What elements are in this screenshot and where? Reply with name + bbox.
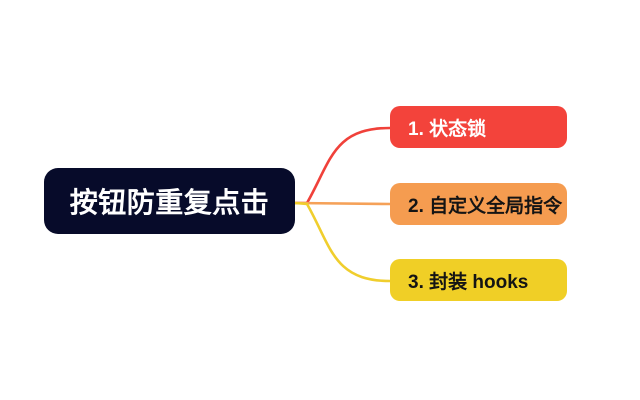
- branch-node-3-label: 3. 封装 hooks: [408, 271, 529, 293]
- connector-branch-1: [293, 126, 392, 205]
- connector-branch-2: [293, 201, 392, 206]
- branch-node-1-label: 1. 状态锁: [408, 118, 487, 140]
- branch-node-1[interactable]: 1. 状态锁: [390, 106, 567, 148]
- root-topic-label: 按钮防重复点击: [69, 187, 270, 218]
- branch-node-2-label: 2. 自定义全局指令: [408, 195, 563, 217]
- branch-node-2[interactable]: 2. 自定义全局指令: [390, 183, 567, 225]
- branch-node-3[interactable]: 3. 封装 hooks: [390, 259, 567, 301]
- connector-branch-3: [293, 201, 392, 283]
- root-topic-node[interactable]: 按钮防重复点击: [44, 168, 295, 234]
